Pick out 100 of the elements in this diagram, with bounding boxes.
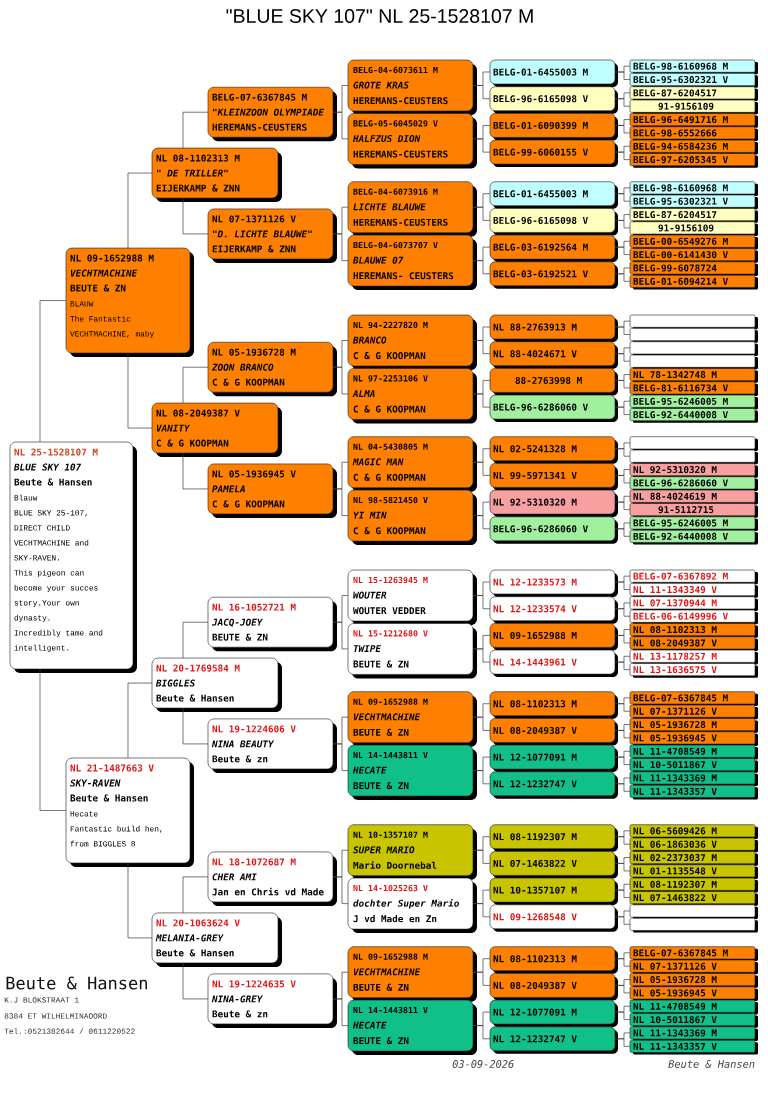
pigeon-box: NL 07-1371126 V	[629, 704, 758, 720]
pigeon-box: BELG-94-6584236 M	[629, 139, 758, 155]
pigeon-box: NL 09-1268548 V	[489, 904, 618, 932]
connector-line	[472, 461, 491, 476]
connector-line	[127, 682, 153, 759]
pigeon-box: NL 08-2049387 V	[489, 718, 618, 746]
pigeon-box: BELG-98-6552666	[629, 126, 758, 142]
pigeon-box: NL 08-2049387 V	[629, 636, 758, 652]
pigeon-box: NL 15-1263945 M WOUTER WOUTER VEDDER	[347, 569, 477, 625]
connector-line	[332, 233, 349, 261]
connector-line	[614, 98, 631, 107]
connector-line	[472, 515, 491, 530]
pigeon-box: NL 12-1077091 M	[489, 999, 618, 1028]
pigeon-box: BELG-04-6073611 M GROTE KRAS HEREMANS-CEUSTERS	[347, 59, 477, 115]
connector-line	[472, 648, 491, 663]
connector-line	[332, 876, 349, 904]
connector-line	[332, 111, 349, 140]
connector-line	[614, 661, 631, 670]
pigeon-box: NL 11-1343357 V	[629, 1039, 758, 1055]
connector-line	[614, 836, 631, 845]
pigeon-box: NL 16-1052721 M JACQ-JOEY BEUTE & ZN	[207, 596, 337, 652]
pigeon-box: NL 02-5241328 M	[489, 436, 618, 464]
empty-box	[629, 449, 758, 465]
footer-name: Beute & Hansen	[668, 1060, 755, 1068]
pigeon-box: NL 08-1102313 M	[629, 623, 758, 638]
empty-box	[629, 328, 758, 343]
pigeon-box: NL 88-2763913 M	[489, 314, 618, 342]
connector-line	[182, 452, 209, 490]
pigeon-box: BELG-95-6246005 M	[629, 394, 758, 410]
pigeon-box: BELG-81-6116734 V	[629, 381, 758, 397]
connector-line	[614, 246, 631, 255]
connector-line	[614, 916, 631, 925]
pigeon-box: NL 94-2227820 M BRANCO C & G KOOPMAN	[347, 314, 477, 370]
pigeon-box: NL 78-1342748 M	[629, 368, 758, 383]
connector-line	[614, 730, 631, 739]
pigeon-box: BELG-98-6160968 M	[629, 181, 758, 196]
connector-line	[472, 340, 491, 355]
pigeon-box: NL 10-1357107 M SUPER MARIO Mario Doornebal	[347, 824, 477, 880]
connector-line	[472, 138, 491, 153]
pigeon-box: BELG-87-6204517	[629, 86, 758, 101]
pigeon-box: NL 12-1077091 M	[489, 744, 618, 773]
pigeon-box: BELG-96-6286060 V	[489, 394, 618, 423]
connector-line	[39, 668, 67, 811]
connector-line	[182, 962, 209, 1000]
pigeon-box: BELG-98-6160968 M	[629, 59, 758, 75]
pigeon-box: NL 05-1936945 V PAMELA C & G KOOPMAN	[207, 463, 337, 518]
pigeon-box: NL 13-1178257 M	[629, 649, 758, 665]
pigeon-box: 91-5112715	[629, 503, 758, 518]
connector-line	[472, 1025, 491, 1040]
pigeon-box: BELG-97-6205345 V	[629, 153, 758, 168]
connector-line	[614, 475, 631, 484]
pigeon-box: NL 97-2253106 V ALMA C & G KOOPMAN	[347, 368, 477, 424]
pigeon-box: NL 14-1443961 V	[489, 649, 618, 678]
connector-line	[182, 366, 209, 404]
pigeon-box: NL 14-1443811 V HECATE BEUTE & ZN	[347, 744, 477, 801]
connector-line	[332, 998, 349, 1026]
pigeon-box: NL 20-1769584 M BIGGLES Beute & Hansen	[151, 657, 282, 713]
pigeon-box: NL 02-2373037 M	[629, 851, 758, 866]
empty-box	[629, 904, 758, 920]
pigeon-box: BELG-04-6073707 V BLAUWE 07 HEREMANS- CEUSTERS	[347, 234, 477, 291]
pigeon-box: NL 08-1102313 M " DE TRILLER" EIJERKAMP & ZNN	[151, 147, 282, 203]
pigeon-box: NL 19-1224606 V NINA BEAUTY Beute & zn	[207, 718, 337, 773]
connector-line	[182, 707, 209, 745]
pigeon-box: NL 08-2049387 V VANITY C & G KOOPMAN	[151, 402, 282, 458]
connector-line	[472, 849, 491, 864]
connector-line	[614, 635, 631, 644]
pigeon-box: NL 07-1371126 V "D. LICHTE BLAUWE" EIJERKAMP & ZNN	[207, 208, 337, 263]
connector-line	[614, 889, 631, 898]
pigeon-box: BELG-95-6302321 V	[629, 73, 758, 88]
pigeon-box: NL 11-1343357 V	[629, 784, 758, 800]
connector-line	[332, 366, 349, 395]
title: "BLUE SKY 107" NL 25-1528107 M	[226, 9, 533, 23]
pigeon-box: NL 14-1443811 V HECATE BEUTE & ZN	[347, 999, 477, 1056]
pigeon-box: NL 09-1652988 M VECHTMACHINE BEUTE & ZN	[347, 946, 477, 1002]
empty-box	[629, 436, 758, 451]
pigeon-box: NL 10-1357107 M	[489, 877, 618, 906]
empty-box	[629, 341, 758, 356]
pigeon-box: NL 08-1192307 M	[629, 877, 758, 893]
pigeon-box: NL 05-1936728 M ZOON BRANCO C & G KOOPMAN	[207, 341, 337, 397]
pigeon-box: NL 05-1936945 V	[629, 986, 758, 1002]
connector-line	[472, 260, 491, 275]
pigeon-box: NL 01-1135548 V	[629, 864, 758, 880]
pigeon-box: 91-9156109	[629, 99, 758, 115]
pigeon-box: NL 10-5011867 V	[629, 1013, 758, 1028]
empty-box	[629, 314, 758, 330]
connector-line	[614, 985, 631, 994]
pigeon-box: NL 09-1652988 M VECHTMACHINE BEUTE & ZN	[347, 691, 477, 747]
pigeon-box: NL 20-1063624 V MELANIA-GREY Beute & Hansen	[151, 912, 282, 967]
pigeon-box: BELG-01-6455003 M	[489, 181, 618, 209]
connector-line	[614, 151, 631, 160]
pigeon-box: BELG-96-6165098 V	[489, 208, 618, 236]
connector-line	[614, 326, 631, 335]
pigeon-box: BELG-96-6286060 V	[489, 516, 618, 544]
connector-line	[614, 756, 631, 765]
connector-line	[614, 193, 631, 202]
connector-line	[127, 172, 153, 249]
pigeon-box: NL 05-1936728 M	[629, 718, 758, 733]
connector-line	[182, 197, 209, 235]
connector-line	[614, 353, 631, 362]
pigeon-box: NL 11-1343349 V	[629, 583, 758, 598]
